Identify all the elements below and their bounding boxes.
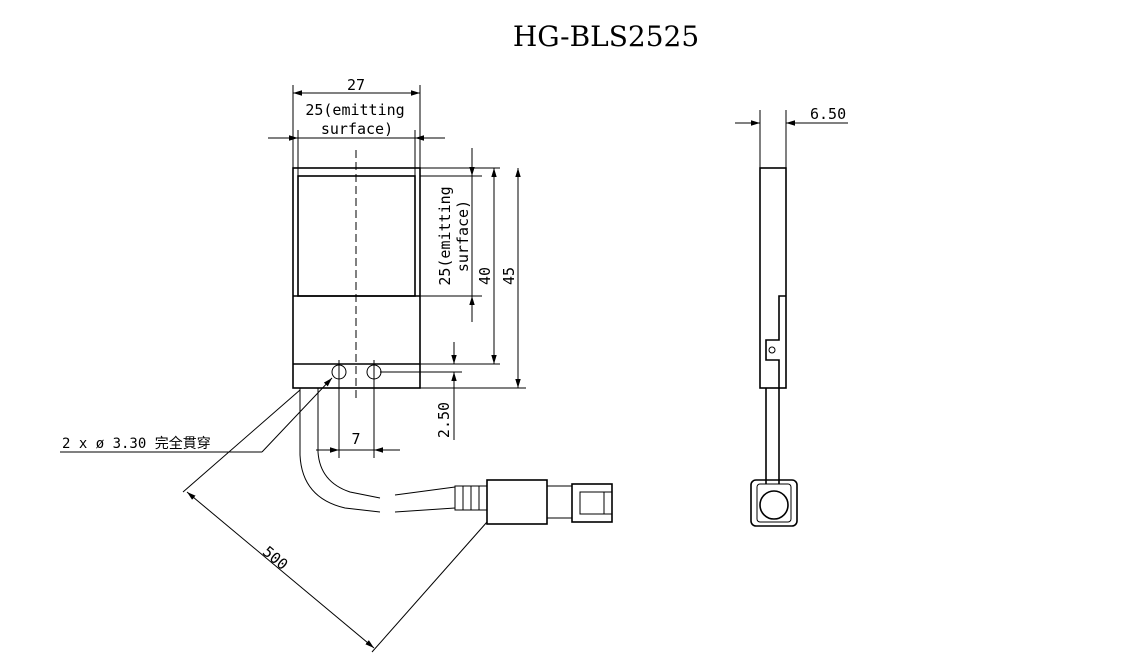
dim-side-thickness: 6.50 [810,105,846,123]
dim-width-emitting-2: surface) [321,120,393,138]
front-view: 27 25(emitting surface) 25(emitting surf… [60,76,613,653]
dim-ext-500-left [182,389,301,493]
dim-cable-length: 500 [259,543,291,574]
dim-ext-500-right [371,521,488,653]
dim-line-500 [186,491,375,649]
cable-connector [486,479,613,525]
cable-lower [394,507,456,513]
side-bracket [765,295,786,388]
side-view: 6.50 [735,105,848,527]
dim-height-40: 40 [476,267,494,285]
drawing-title: HG-BLS2525 [513,20,699,53]
dim-height-emitting: 25(emitting [436,186,454,285]
dim-width-emitting: 25(emitting [305,101,404,119]
cable-exit-inner [317,388,381,499]
side-connector [750,479,798,527]
side-body [759,167,787,389]
dim-height-45: 45 [500,267,518,285]
dim-hole-pitch: 7 [351,430,360,448]
dim-hole-offset: 2.50 [435,402,453,438]
hole-note: 2 x ø 3.30 完全貫穿 [62,435,211,452]
cable-upper [394,486,456,496]
cable-crimp [454,485,488,511]
dim-height-emitting-2: surface) [454,200,472,272]
dim-width-total: 27 [347,76,365,94]
